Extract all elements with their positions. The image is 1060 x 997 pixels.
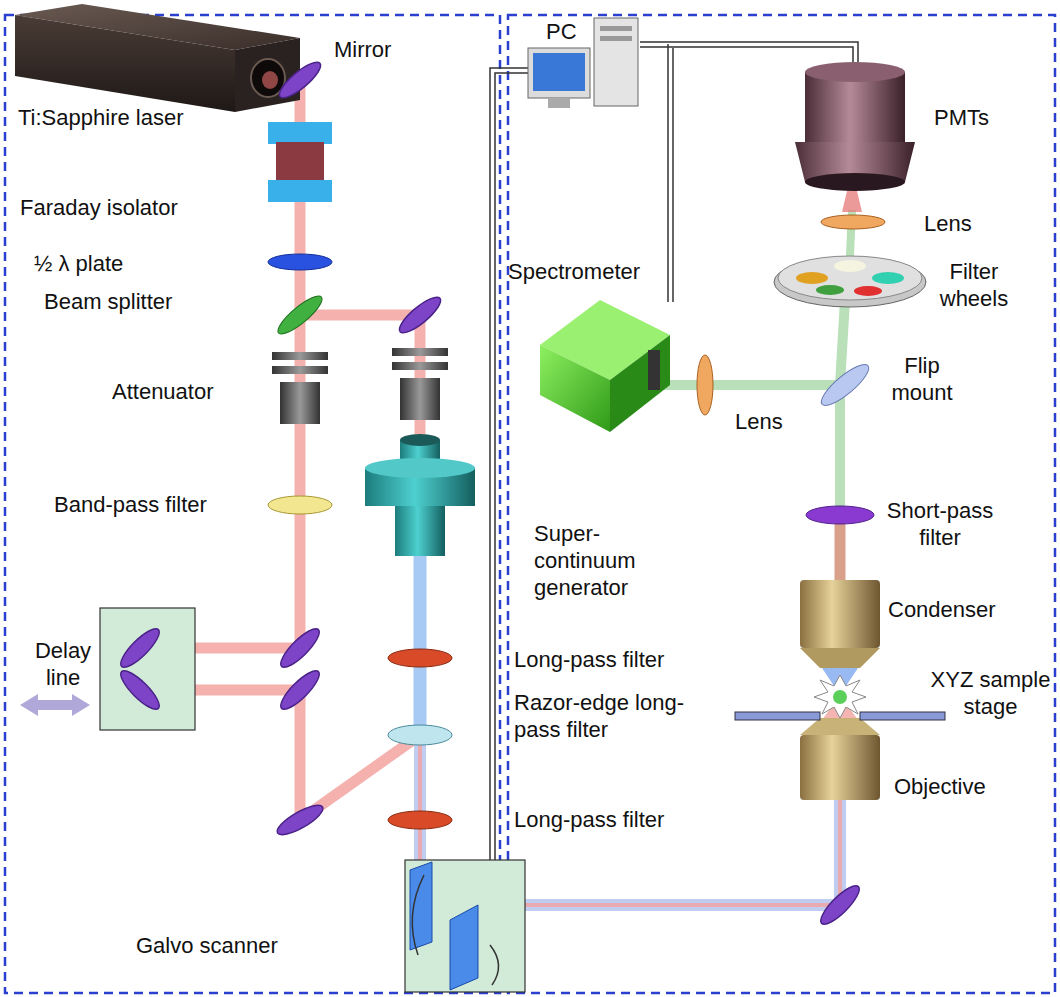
part-label: Mirror xyxy=(334,36,391,63)
part-label: Super- continuum generator xyxy=(534,520,644,601)
part-label: Spectrometer xyxy=(508,258,640,285)
part-label: Filter wheels xyxy=(924,258,1024,312)
part-label: Attenuator xyxy=(112,378,214,405)
part-label: Long-pass filter xyxy=(514,806,664,833)
part-label: Long-pass filter xyxy=(514,646,664,673)
part-label: Flip mount xyxy=(882,352,962,406)
part-label: Objective xyxy=(894,773,986,800)
part-label: Condenser xyxy=(888,596,996,623)
part-label: Faraday isolator xyxy=(20,194,178,221)
part-label: XYZ sample stage xyxy=(928,666,1053,720)
part-label: Razor-edge long- pass filter xyxy=(514,689,714,743)
part-label: PMTs xyxy=(934,104,989,131)
part-label: Lens xyxy=(735,408,783,435)
part-label: Short-pass filter xyxy=(880,497,1000,551)
part-label: Lens xyxy=(924,210,972,237)
part-label: Band-pass filter xyxy=(54,491,207,518)
part-label: ½ λ plate xyxy=(34,250,123,277)
part-label: Beam splitter xyxy=(44,288,172,315)
part-label: PC xyxy=(546,18,577,45)
part-label: Galvo scanner xyxy=(136,932,278,959)
part-label: Delay line xyxy=(18,637,108,691)
part-label: Ti:Sapphire laser xyxy=(18,104,183,131)
